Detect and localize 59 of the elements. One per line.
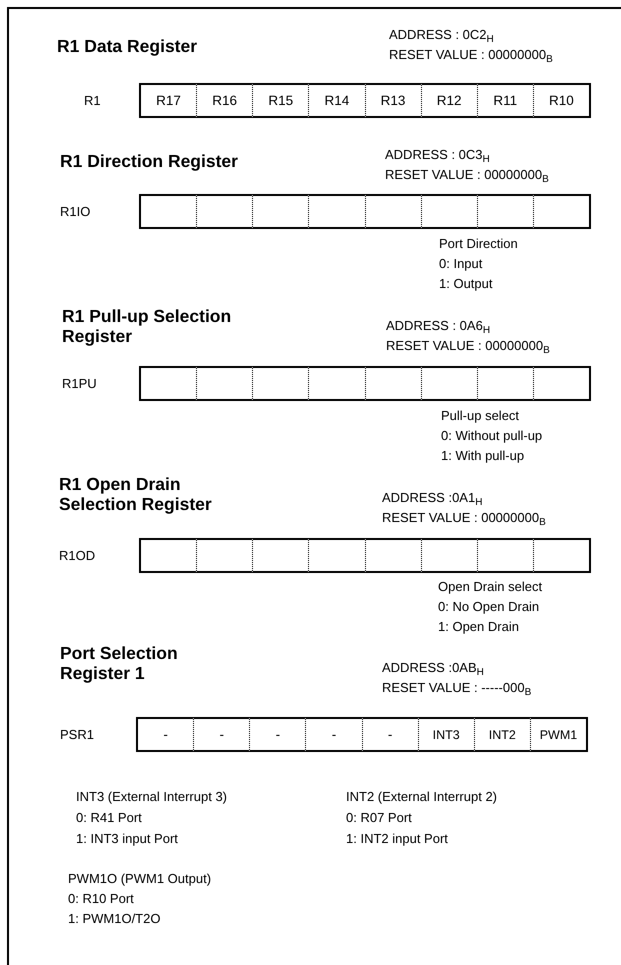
register-note: Port Direction [439,236,518,251]
register-note: Pull-up select [441,408,520,423]
register-title: R1 Open Drain Selection Register [59,474,213,514]
bit-cell: R13 [364,83,421,118]
bit-cell: INT3 [418,717,474,752]
register-note: ADDRESS : 0A6$_{H}$ [386,318,490,333]
register-title: R1 Data Register [57,36,198,56]
register-note: 1: PWM1O/T2O [68,911,160,926]
register-note: Open Drain select [438,579,542,594]
bit-cell: R17 [139,83,196,118]
register-note: INT2 (External Interrupt 2) [346,789,497,804]
bit-cell: - [249,717,306,752]
register-title: R1 Direction Register [60,151,238,171]
register-bar [139,83,591,118]
bit-cell: R11 [476,83,533,118]
register-note: ADDRESS : 0C3$_{H}$ [385,147,490,162]
bit-cell: R10 [532,83,591,118]
register-note: 1: Output [439,276,492,291]
register-bar [139,538,591,573]
bit-cell: R12 [420,83,477,118]
register-bar [139,194,591,229]
register-note: RESET VALUE : 00000000$_{B}$ [389,47,553,62]
register-note: RESET VALUE : -----000$_{B}$ [382,680,532,695]
register-note: RESET VALUE : 00000000$_{B}$ [386,338,550,353]
register-bar [139,366,591,401]
register-note: 0: R10 Port [68,891,134,906]
register-name: R1 [84,92,101,108]
register-note: 0: No Open Drain [438,599,540,614]
register-note: RESET VALUE : 00000000$_{B}$ [385,167,549,182]
bit-cell: INT2 [474,717,530,752]
bit-cell: PWM1 [530,717,588,752]
register-note: 1: With pull-up [441,448,524,463]
register-name: R1OD [59,548,96,562]
register-title: R1 Pull-up Selection Register [62,306,232,346]
bit-cell: R16 [196,83,252,118]
register-note: ADDRESS :0AB$_{H}$ [382,660,484,675]
register-note: 0: R41 Port [76,810,142,825]
register-note: 1: INT3 input Port [76,831,178,846]
register-note: ADDRESS :0A1$_{H}$ [382,490,482,505]
register-note: PWM1O (PWM1 Output) [68,871,212,886]
bit-cell: R15 [252,83,308,118]
bit-cell: - [305,717,362,752]
register-note: RESET VALUE : 00000000$_{B}$ [382,510,546,525]
register-note: 0: Without pull-up [441,428,542,443]
register-note: 0: Input [439,256,482,271]
register-name: R1IO [60,204,90,218]
bit-cell: - [362,717,418,752]
register-note: 0: R07 Port [346,810,412,825]
register-name: PSR1 [60,726,94,742]
register-note: ADDRESS : 0C2$_{H}$ [389,27,494,42]
register-name: R1PU [62,376,97,390]
register-note: INT3 (External Interrupt 3) [76,789,227,804]
bit-cell: - [193,717,250,752]
register-note: 1: Open Drain [438,619,519,634]
bit-cell: - [136,717,194,752]
register-note: 1: INT2 input Port [346,831,448,846]
register-title: Port Selection Register 1 [60,643,179,683]
register-bar [136,717,588,752]
bit-cell: R14 [308,83,364,118]
